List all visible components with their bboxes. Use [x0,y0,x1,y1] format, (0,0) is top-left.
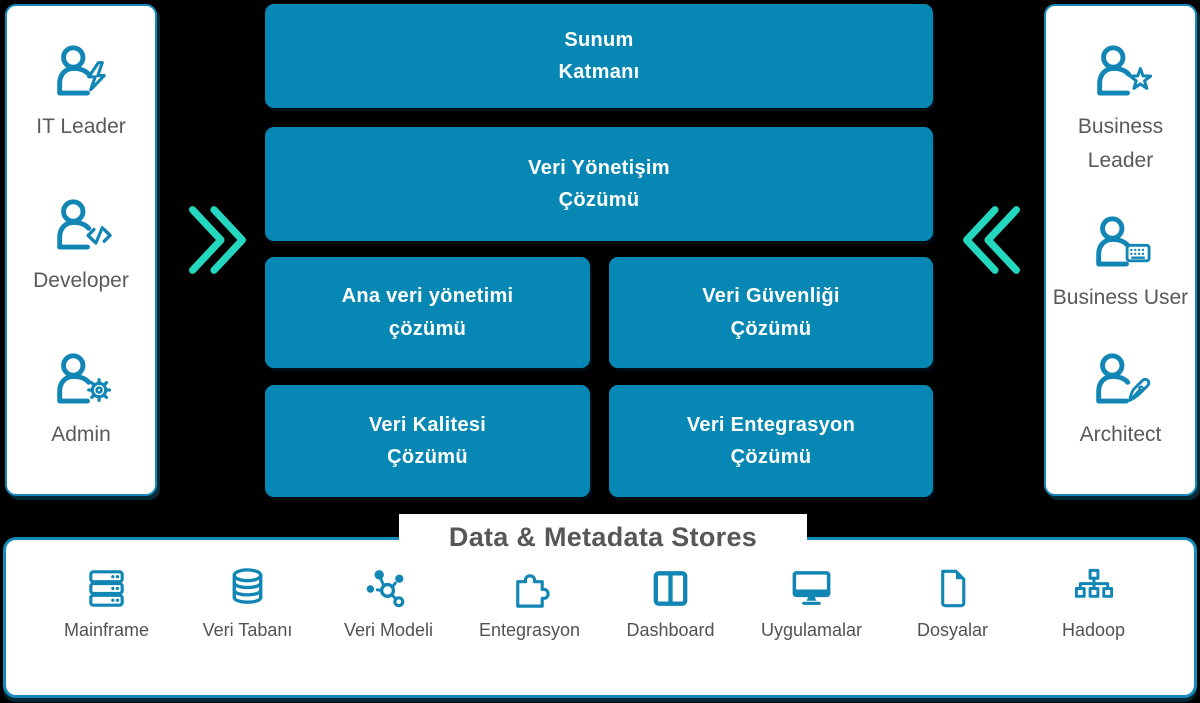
persona-business-user: Business User [1053,213,1188,315]
store-item-files: Dosyalar [886,565,1020,641]
person-lightning-icon [57,45,106,96]
store-item-mainframe: Mainframe [40,565,174,641]
box-line: Çözümü [730,317,812,340]
double-chevron-left-icon [963,206,1020,274]
box-line: Çözümü [730,446,812,468]
store-item-data-model: Veri Modeli [322,565,456,641]
right-persona-panel: Business Leader Business User Architect [1044,4,1197,496]
persona-label: IT Leader [36,115,126,138]
box-data-integration-solution: Veri Entegrasyon Çözümü [609,385,933,497]
box-line: Veri Güvenliği [702,285,840,308]
person-star-icon [1096,45,1152,96]
persona-it-leader: IT Leader [36,42,126,144]
store-label: Entegrasyon [478,620,581,640]
box-master-data-management: Ana veri yönetimi çözümü [265,257,590,368]
store-label: Veri Tabanı [202,620,293,640]
persona-label: Business Leader [1077,115,1164,172]
store-item-database: Veri Tabanı [181,565,315,641]
box-line: Çözümü [387,446,468,468]
box-line: Katmanı [558,61,640,83]
monitor-icon [792,571,831,605]
store-item-integration: Entegrasyon [463,565,597,641]
box-data-quality-solution: Veri Kalitesi Çözümü [265,385,590,497]
store-label: Uygulamalar [760,620,863,640]
persona-admin: Admin [50,350,112,452]
stores-container: Mainframe Veri Tabanı [3,537,1197,698]
store-label: Dosyalar [916,620,989,640]
store-label: Mainframe [63,620,150,640]
database-icon [232,568,263,604]
box-line: Ana veri yönetimi [341,285,514,308]
store-label: Veri Modeli [343,620,434,640]
box-line: Çözümü [558,189,640,211]
double-chevron-right-icon [189,206,246,274]
puzzle-icon [516,574,550,608]
box-data-security-solution: Veri Güvenliği Çözümü [609,257,933,368]
persona-label: Architect [1079,423,1162,447]
persona-label: Business User [1052,286,1189,309]
left-persona-panel: IT Leader Developer Admin [5,4,157,496]
store-label: Hadoop [1061,620,1126,640]
person-gear-icon [57,353,112,404]
box-line: çözümü [388,317,467,340]
persona-label: Developer [33,269,129,293]
store-label: Dashboard [626,620,715,640]
mainframe-icon [89,570,124,607]
persona-developer: Developer [33,196,129,298]
box-presentation-layer: Sunum Katmanı [265,4,933,108]
data-model-icon [366,570,405,608]
store-item-applications: Uygulamalar [745,565,879,641]
person-pen-icon [1096,353,1151,404]
store-item-hadoop: Hadoop [1027,565,1161,641]
box-line: Veri Kalitesi [368,413,487,436]
box-line: Veri Yönetişim [528,156,670,179]
box-line: Veri Entegrasyon [686,413,856,436]
box-data-governance-solution: Veri Yönetişim Çözümü [265,127,933,241]
persona-label: Admin [51,423,111,447]
box-line: Sunum [564,28,634,51]
person-keyboard-icon [1096,216,1151,267]
persona-business-leader: Business Leader [1050,42,1191,177]
person-code-icon [57,199,112,250]
persona-architect: Architect [1079,350,1162,452]
store-item-dashboard: Dashboard [604,565,738,641]
document-icon [941,569,966,608]
stores-title: Data & Metadata Stores [399,514,807,560]
hadoop-icon [1074,568,1114,598]
dashboard-icon [653,571,688,606]
